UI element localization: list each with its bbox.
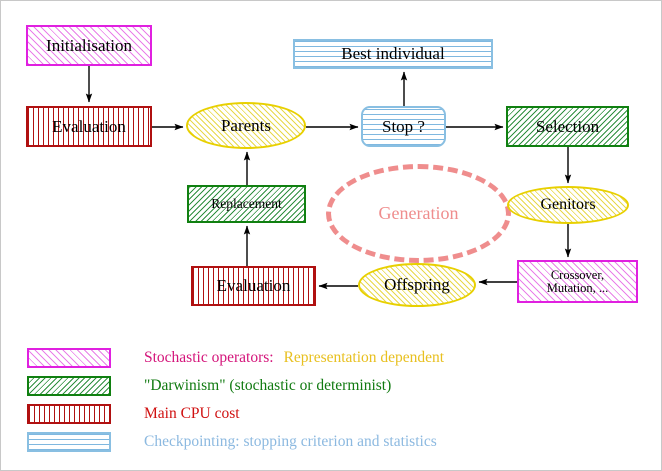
- generation-label: Generation: [378, 203, 459, 223]
- node-crossover-mutation-label: Crossover, Mutation, ...: [546, 267, 609, 295]
- legend-label-representation-dependent: Representation dependent: [283, 349, 445, 367]
- crossover-line-2: Mutation, ...: [546, 280, 609, 295]
- node-parents-label: Parents: [220, 115, 272, 135]
- node-replacement-label: Replacement: [211, 196, 282, 212]
- legend-label-checkpointing: Checkpointing: stopping criterion and st…: [144, 433, 437, 451]
- node-stop[interactable]: Stop ?: [361, 106, 446, 147]
- legend-swatch-blue: [27, 432, 111, 452]
- legend-row-stochastic-operators: Stochastic operators: Representation dep…: [27, 347, 444, 369]
- legend-swatch-green: [27, 376, 111, 396]
- node-stop-label: Stop ?: [382, 116, 425, 136]
- node-parents[interactable]: Parents: [186, 102, 306, 149]
- node-offspring[interactable]: Offspring: [358, 263, 476, 307]
- crossover-line-1: Crossover,: [550, 267, 605, 282]
- node-best-individual[interactable]: Best individual: [293, 39, 493, 69]
- node-evaluation-bottom-label: Evaluation: [216, 276, 291, 296]
- legend-row-darwinism: "Darwinism" (stochastic or determinist): [27, 375, 391, 397]
- node-initialisation[interactable]: Initialisation: [26, 25, 152, 66]
- node-initialisation-label: Initialisation: [46, 35, 132, 55]
- node-crossover-mutation[interactable]: Crossover, Mutation, ...: [517, 260, 638, 303]
- legend-swatch-magenta: [27, 348, 111, 368]
- node-best-individual-label: Best individual: [341, 44, 445, 64]
- node-evaluation-bottom[interactable]: Evaluation: [191, 266, 316, 306]
- node-offspring-label: Offspring: [384, 275, 450, 295]
- node-replacement[interactable]: Replacement: [187, 185, 306, 223]
- legend-swatch-red: [27, 404, 111, 424]
- node-selection-label: Selection: [535, 116, 600, 136]
- legend-label-darwinism: "Darwinism" (stochastic or determinist): [144, 377, 392, 395]
- node-evaluation-top[interactable]: Evaluation: [26, 106, 152, 147]
- node-evaluation-top-label: Evaluation: [52, 116, 126, 136]
- legend: Stochastic operators: Representation dep…: [1, 333, 661, 463]
- node-selection[interactable]: Selection: [506, 106, 629, 147]
- legend-label-stochastic-operators: Stochastic operators:: [144, 349, 274, 367]
- generation-cycle-ellipse: Generation: [326, 164, 511, 263]
- node-genitors-label: Genitors: [540, 195, 596, 213]
- legend-row-main-cpu-cost: Main CPU cost: [27, 403, 240, 425]
- legend-row-checkpointing: Checkpointing: stopping criterion and st…: [27, 431, 437, 453]
- legend-label-main-cpu-cost: Main CPU cost: [144, 405, 240, 423]
- node-genitors[interactable]: Genitors: [507, 186, 629, 224]
